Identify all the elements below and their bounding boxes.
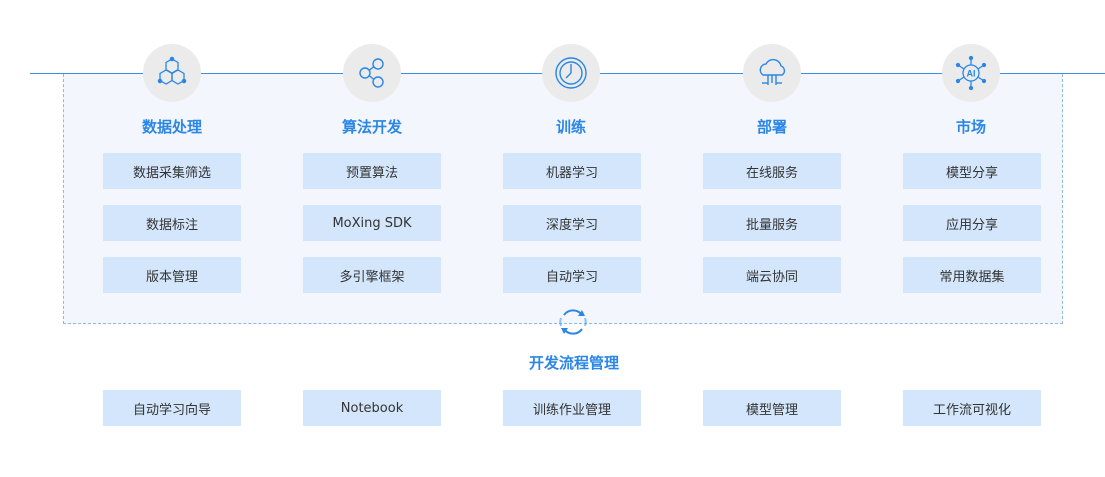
- column-title-data-processing: 数据处理: [141, 118, 202, 136]
- cloud-circuit-icon: [743, 44, 801, 102]
- item-app-sharing[interactable]: 应用分享: [903, 205, 1041, 241]
- ai-network-icon: AI: [942, 44, 1000, 102]
- column-title-training: 训练: [555, 118, 586, 136]
- item-edge-cloud[interactable]: 端云协同: [703, 257, 841, 293]
- item-model-management[interactable]: 模型管理: [703, 390, 841, 426]
- item-preset-algorithms[interactable]: 预置算法: [303, 153, 441, 189]
- cycle-arrows-icon: [559, 309, 587, 335]
- item-multi-engine[interactable]: 多引擎框架: [303, 257, 441, 293]
- item-data-collection[interactable]: 数据采集筛选: [103, 153, 241, 189]
- item-model-sharing[interactable]: 模型分享: [903, 153, 1041, 189]
- item-notebook[interactable]: Notebook: [303, 390, 441, 426]
- item-data-labeling[interactable]: 数据标注: [103, 205, 241, 241]
- item-common-datasets[interactable]: 常用数据集: [903, 257, 1041, 293]
- share-nodes-icon: [343, 44, 401, 102]
- clock-icon: [542, 44, 600, 102]
- column-title-deployment: 部署: [756, 118, 787, 136]
- svg-text:AI: AI: [967, 69, 976, 79]
- item-deep-learning[interactable]: 深度学习: [503, 205, 641, 241]
- molecule-icon: [143, 44, 201, 102]
- item-workflow-visualization[interactable]: 工作流可视化: [903, 390, 1041, 426]
- item-online-service[interactable]: 在线服务: [703, 153, 841, 189]
- item-batch-service[interactable]: 批量服务: [703, 205, 841, 241]
- item-auto-learning-wizard[interactable]: 自动学习向导: [103, 390, 241, 426]
- item-version-management[interactable]: 版本管理: [103, 257, 241, 293]
- column-title-market: 市场: [955, 118, 986, 136]
- process-management-title: 开发流程管理: [528, 354, 619, 372]
- item-moxing-sdk[interactable]: MoXing SDK: [303, 205, 441, 241]
- item-machine-learning[interactable]: 机器学习: [503, 153, 641, 189]
- column-title-algorithm-dev: 算法开发: [341, 118, 402, 136]
- item-training-job-management[interactable]: 训练作业管理: [503, 390, 641, 426]
- item-auto-learning[interactable]: 自动学习: [503, 257, 641, 293]
